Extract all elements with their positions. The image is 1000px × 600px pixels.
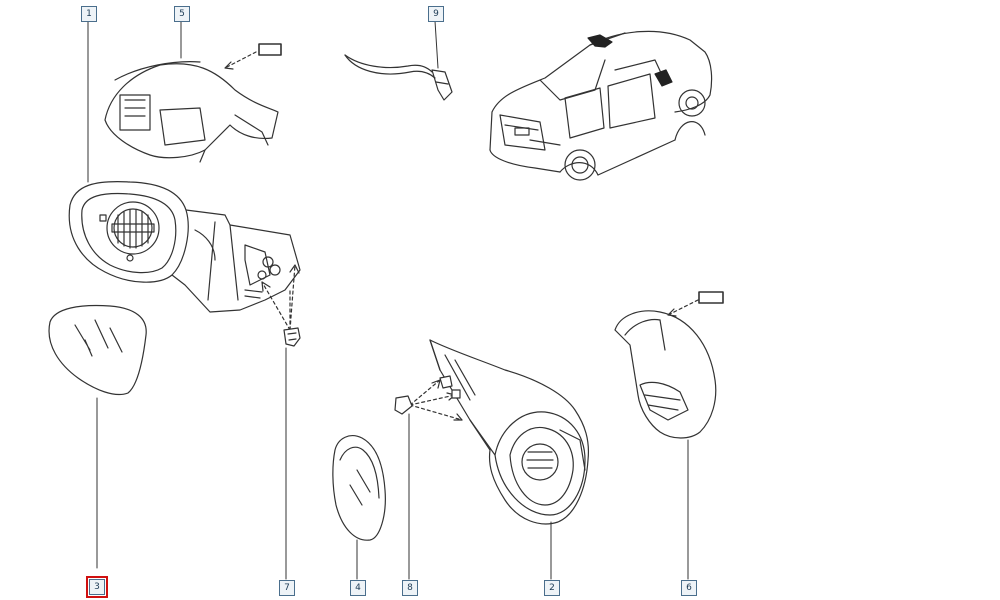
callout-8[interactable]: 8 — [402, 580, 418, 596]
callout-5[interactable]: 5 — [174, 6, 190, 22]
assembly-arrows-8 — [409, 379, 463, 421]
part-3-mirror-glass[interactable] — [48, 304, 147, 396]
part-5-mirror-cover[interactable] — [104, 61, 279, 163]
car-illustration — [489, 30, 713, 181]
callout-1[interactable]: 1 — [81, 6, 97, 22]
assembly-arrows-7 — [261, 264, 300, 331]
clip-tag-6 — [667, 291, 724, 317]
callout-4[interactable]: 4 — [350, 580, 366, 596]
clip-tag-5 — [224, 43, 282, 70]
part-7-screw[interactable] — [283, 327, 301, 347]
car-mirror-highlight-top — [587, 34, 613, 48]
part-2-mirror-body[interactable] — [429, 339, 590, 525]
callout-2[interactable]: 2 — [544, 580, 560, 596]
part-1-mirror-housing[interactable] — [68, 181, 301, 313]
callout-6[interactable]: 6 — [681, 580, 697, 596]
part-4-mirror-glass[interactable] — [332, 435, 386, 541]
callout-3[interactable]: 3 — [86, 576, 108, 598]
car-mirror-highlight-side — [654, 69, 673, 87]
part-6-side-cover[interactable] — [614, 310, 717, 439]
leader-lines — [87, 20, 689, 580]
part-9-cable[interactable] — [344, 54, 453, 101]
part-8-screw[interactable] — [394, 375, 461, 415]
callout-9[interactable]: 9 — [428, 6, 444, 22]
callout-7[interactable]: 7 — [279, 580, 295, 596]
